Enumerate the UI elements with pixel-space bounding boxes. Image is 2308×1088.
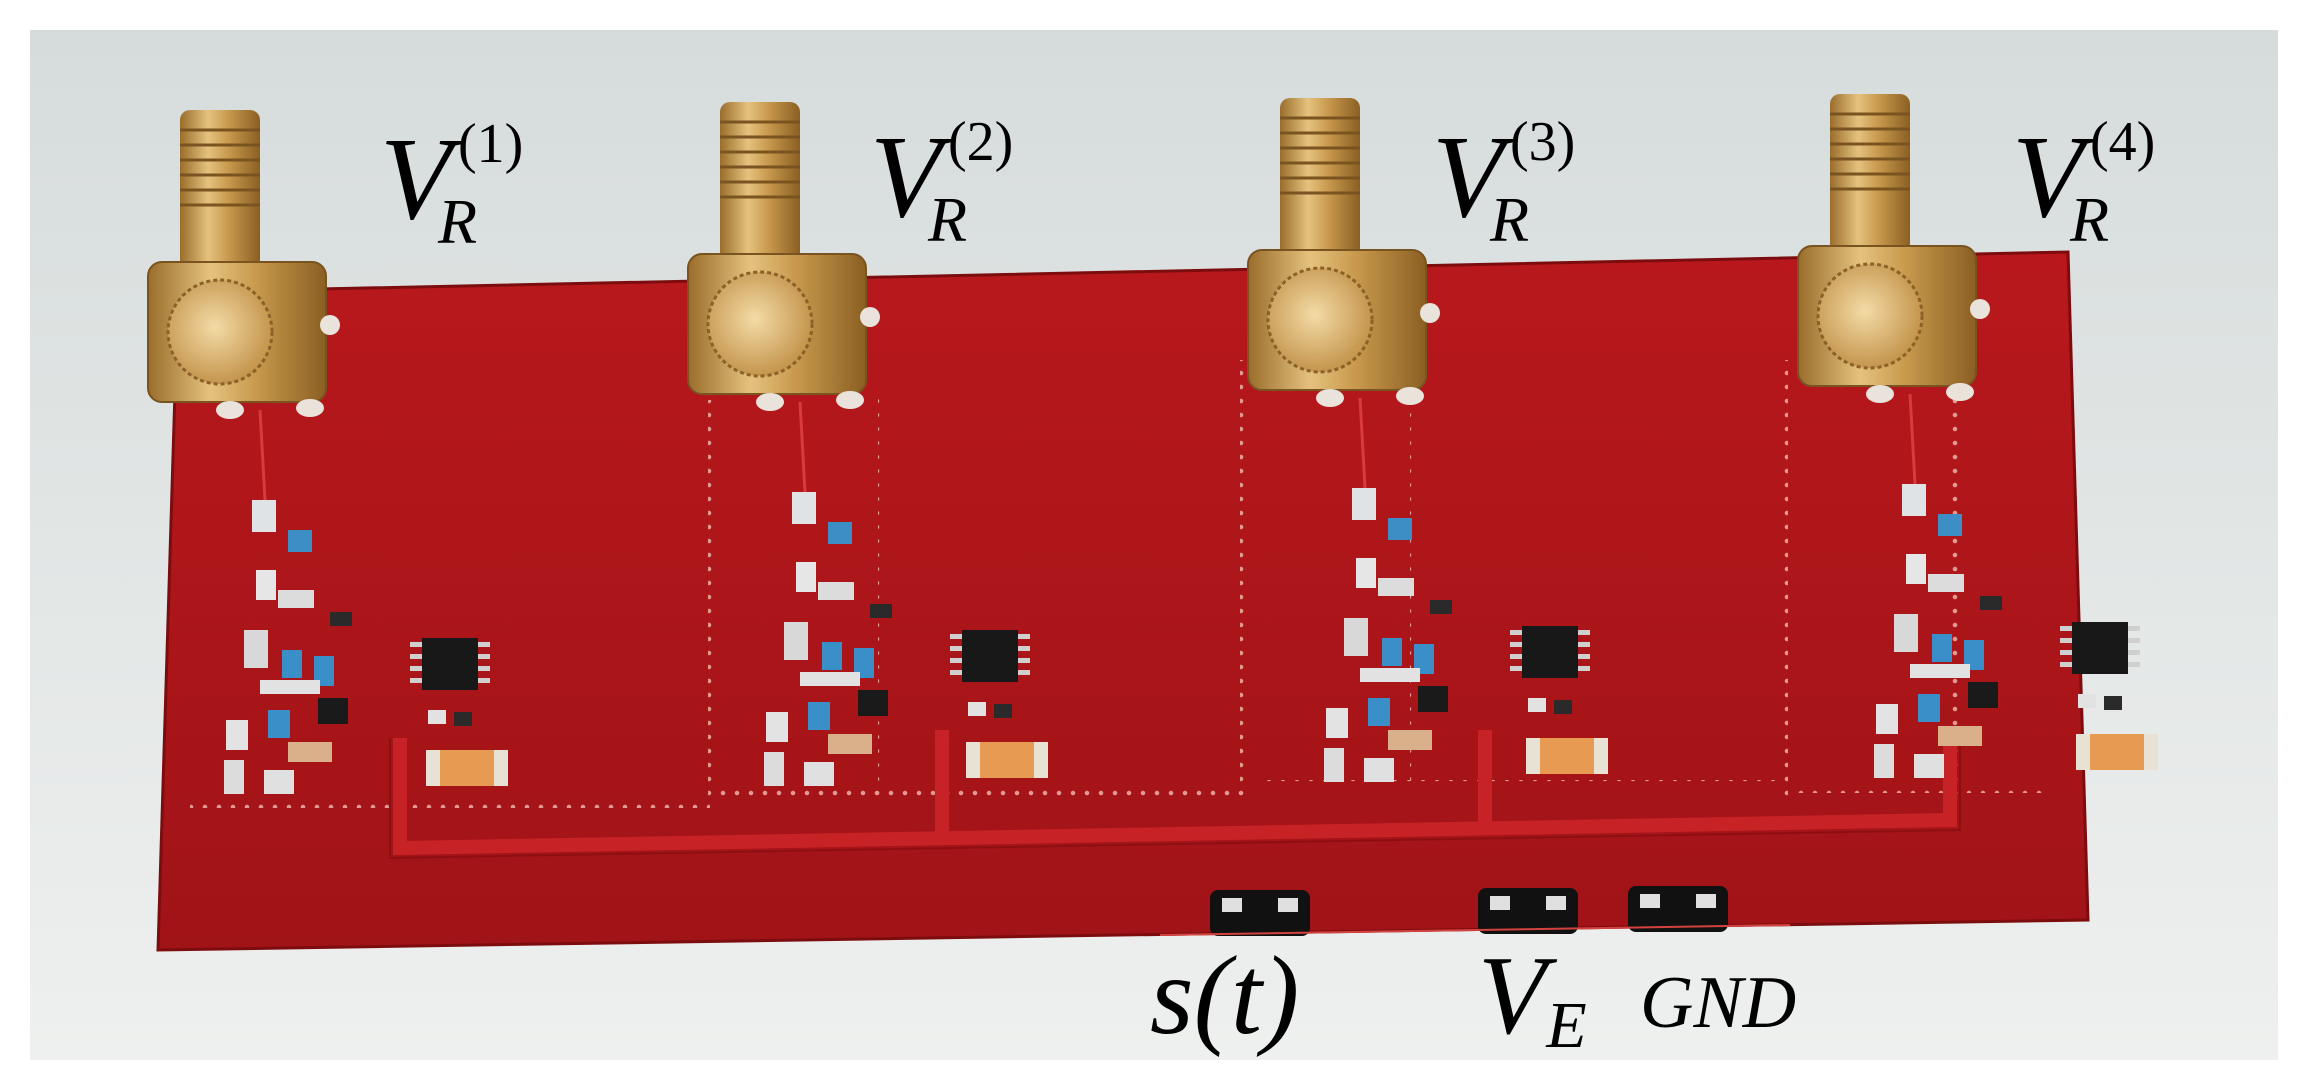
channel-3-symbol: V <box>1432 111 1505 242</box>
signal-pin-text: s(t) <box>1150 934 1300 1058</box>
pcb-photo <box>147 92 2160 952</box>
pin-headers <box>1159 886 1791 936</box>
channel-2-superscript: (2) <box>948 111 1014 173</box>
signal-pin-label: s(t) <box>1150 940 1299 1052</box>
channel-2-symbol: V <box>870 111 943 242</box>
channel-1-superscript: (1) <box>458 113 524 175</box>
photo-scene: V (1) R V (2) R V (3) R V (4) R s(t) VE … <box>30 30 2278 1060</box>
channel-1-subscript: R <box>438 186 478 257</box>
supply-pin-subscript: E <box>1546 989 1587 1060</box>
ground-pin-label: GND <box>1640 962 1797 1044</box>
channel-1-label: V (1) R <box>380 116 523 254</box>
channel-2-label: V (2) R <box>870 114 1013 252</box>
channel-3-subscript: R <box>1490 184 1530 255</box>
supply-pin-symbol: V <box>1478 934 1547 1058</box>
channel-4-subscript: R <box>2070 184 2110 255</box>
channel-3-label: V (3) R <box>1432 114 1575 252</box>
channel-4-superscript: (4) <box>2090 111 2156 173</box>
pcb-board <box>156 250 2090 952</box>
bus-traces <box>393 730 1957 856</box>
channel-4-symbol: V <box>2012 111 2085 242</box>
bus-trace-edges <box>389 730 1961 860</box>
channel-3-superscript: (3) <box>1510 111 1576 173</box>
channel-1 <box>147 110 508 794</box>
channel-2-subscript: R <box>928 184 968 255</box>
channel-4-label: V (4) R <box>2012 114 2155 252</box>
channel-1-symbol: V <box>380 113 453 244</box>
supply-pin-label: VE <box>1478 940 1587 1059</box>
